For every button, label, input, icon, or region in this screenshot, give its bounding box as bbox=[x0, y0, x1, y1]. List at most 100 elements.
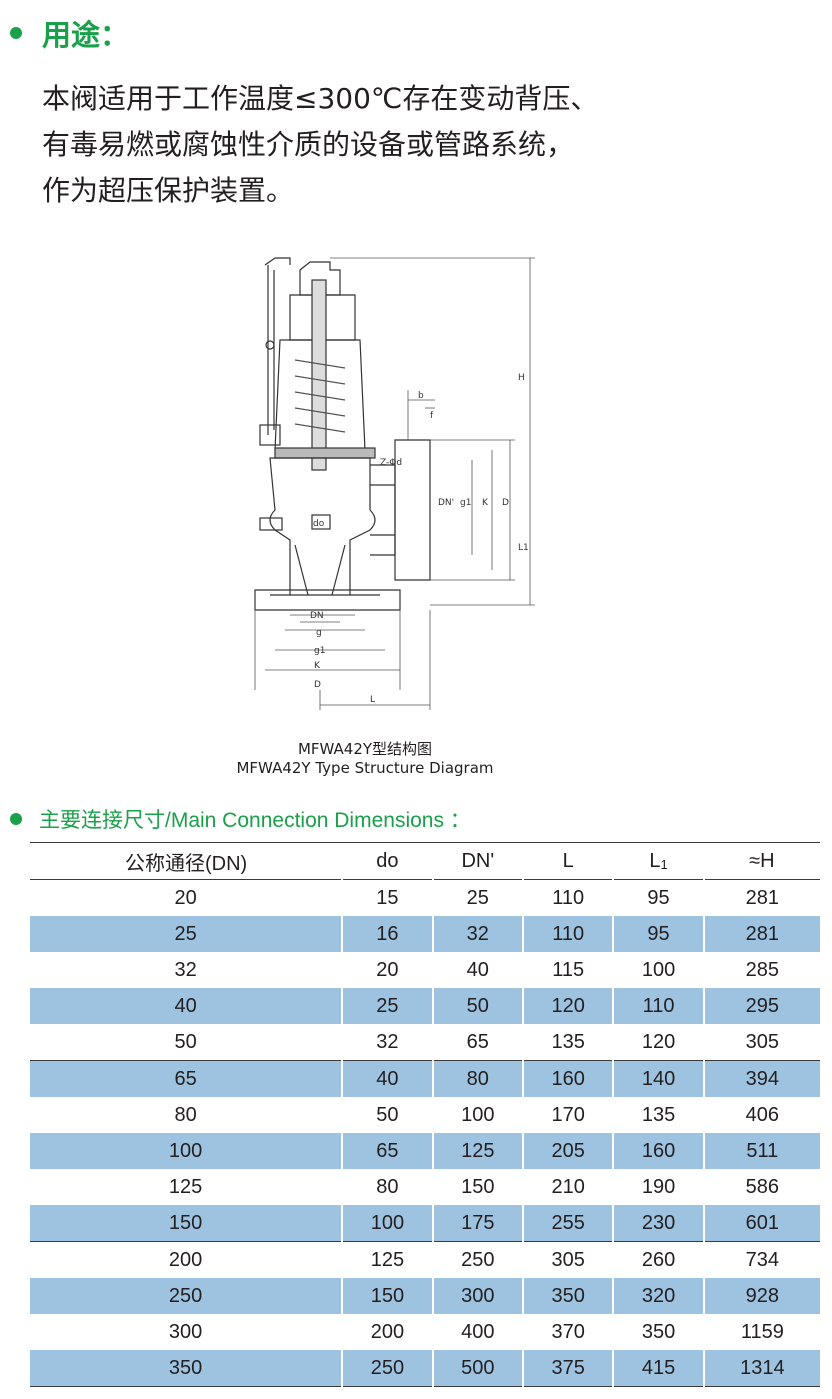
table-cell: 125 bbox=[341, 1241, 433, 1278]
usage-heading: 用途： bbox=[10, 12, 129, 54]
table-cell: 160 bbox=[521, 1060, 614, 1097]
label-k: K bbox=[482, 498, 489, 508]
table-cell: 25 bbox=[341, 988, 433, 1024]
table-cell: 1159 bbox=[702, 1314, 820, 1350]
usage-line: 本阀适用于工作温度≤300℃存在变动背压、 bbox=[42, 82, 599, 115]
label-f: f bbox=[430, 411, 434, 421]
label-z-phi-d: Z-Φd bbox=[380, 458, 402, 468]
dimension-lines bbox=[254, 257, 535, 710]
caption-en: MFWA42Y Type Structure Diagram bbox=[236, 759, 494, 777]
table-cell: 32 bbox=[341, 1024, 433, 1061]
diagram-labels: H L1 b f Z-Φd DN' g1 K D do DN g g1 K D … bbox=[310, 373, 529, 705]
table-cell: 320 bbox=[612, 1278, 704, 1314]
table-cell: 110 bbox=[521, 916, 614, 952]
table-cell: 230 bbox=[612, 1205, 704, 1242]
table-cell: 32 bbox=[431, 916, 523, 952]
table-cell: 281 bbox=[702, 879, 820, 916]
table-cell: 50 bbox=[431, 988, 523, 1024]
label-l: L bbox=[370, 695, 375, 705]
label-g: g bbox=[316, 628, 322, 638]
table-cell: 40 bbox=[431, 952, 523, 988]
usage-title: 用途： bbox=[42, 18, 130, 52]
label-dn-prime: DN' bbox=[438, 498, 454, 508]
table-cell: 140 bbox=[612, 1060, 704, 1097]
table-cell: 928 bbox=[702, 1278, 820, 1314]
table-cell: 100 bbox=[341, 1205, 433, 1242]
table-cell: 170 bbox=[521, 1097, 614, 1133]
table-cell: 300 bbox=[431, 1278, 523, 1314]
table-cell: 115 bbox=[521, 952, 614, 988]
table-cell: 406 bbox=[702, 1097, 820, 1133]
valve-drawing bbox=[254, 257, 431, 611]
label-b: b bbox=[418, 391, 424, 401]
table-cell: 100 bbox=[431, 1097, 523, 1133]
table-cell: 120 bbox=[612, 1024, 704, 1061]
header-dn: 公称通径(DN) bbox=[30, 842, 343, 880]
table-cell: 100 bbox=[612, 952, 704, 988]
header-l: L bbox=[522, 842, 614, 880]
table-cell: 295 bbox=[702, 988, 820, 1024]
table-cell: 400 bbox=[431, 1314, 523, 1350]
table-cell: 586 bbox=[702, 1169, 820, 1205]
table-cell: 125 bbox=[431, 1133, 523, 1169]
table-cell: 160 bbox=[612, 1133, 704, 1169]
table-cell: 125 bbox=[168, 1175, 203, 1198]
table-cell: 95 bbox=[612, 879, 704, 916]
table-cell: 370 bbox=[521, 1314, 614, 1350]
header-dn-prime: DN' bbox=[432, 842, 523, 880]
label-d-bottom: D bbox=[314, 680, 321, 690]
usage-description: 本阀适用于工作温度≤300℃存在变动背压、 有毒易燃或腐蚀性介质的设备或管路系统… bbox=[42, 76, 598, 214]
caption-cn: MFWA42Y型结构图 bbox=[297, 740, 433, 758]
table-cell: 16 bbox=[341, 916, 433, 952]
table-cell: 120 bbox=[521, 988, 614, 1024]
header-l1-main: L bbox=[649, 849, 661, 872]
table-cell: 205 bbox=[521, 1133, 614, 1169]
table-cell: 20 bbox=[174, 886, 197, 909]
table-cell: 65 bbox=[431, 1024, 523, 1061]
header-l1-sub: 1 bbox=[660, 856, 668, 872]
table-cell: 285 bbox=[702, 952, 820, 988]
table-cell: 394 bbox=[702, 1060, 820, 1097]
table-cell: 350 bbox=[30, 1350, 343, 1387]
label-k-bottom: K bbox=[314, 661, 321, 671]
label-d: D bbox=[502, 498, 509, 508]
table-cell: 190 bbox=[612, 1169, 704, 1205]
diagram-caption: MFWA42Y型结构图 MFWA42Y Type Structure Diagr… bbox=[0, 740, 730, 778]
table-cell: 80 bbox=[174, 1103, 197, 1126]
table-cell: 25 bbox=[30, 916, 343, 952]
table-cell: 135 bbox=[612, 1097, 704, 1133]
table-cell: 50 bbox=[30, 1024, 343, 1061]
table-cell: 150 bbox=[30, 1205, 343, 1242]
label-l1: L1 bbox=[518, 543, 529, 553]
table-cell: 95 bbox=[612, 916, 704, 952]
table-cell: 110 bbox=[521, 879, 614, 916]
table-cell: 65 bbox=[30, 1060, 343, 1097]
table-cell: 40 bbox=[30, 988, 343, 1024]
table-cell: 175 bbox=[431, 1205, 523, 1242]
table-cell: 305 bbox=[702, 1024, 820, 1061]
label-g1-bottom: g1 bbox=[314, 646, 325, 656]
header-l1: L1 bbox=[613, 842, 704, 880]
table-cell: 281 bbox=[702, 916, 820, 952]
table-cell: 300 bbox=[168, 1320, 203, 1343]
table-cell: 511 bbox=[702, 1133, 820, 1169]
label-g1: g1 bbox=[460, 498, 471, 508]
table-cell: 305 bbox=[521, 1241, 614, 1278]
dimensions-heading: 主要连接尺寸/Main Connection Dimensions ： bbox=[10, 804, 471, 834]
table-cell: 80 bbox=[431, 1060, 523, 1097]
table-cell: 32 bbox=[174, 958, 197, 981]
usage-line: 作为超压保护装置。 bbox=[42, 174, 295, 207]
